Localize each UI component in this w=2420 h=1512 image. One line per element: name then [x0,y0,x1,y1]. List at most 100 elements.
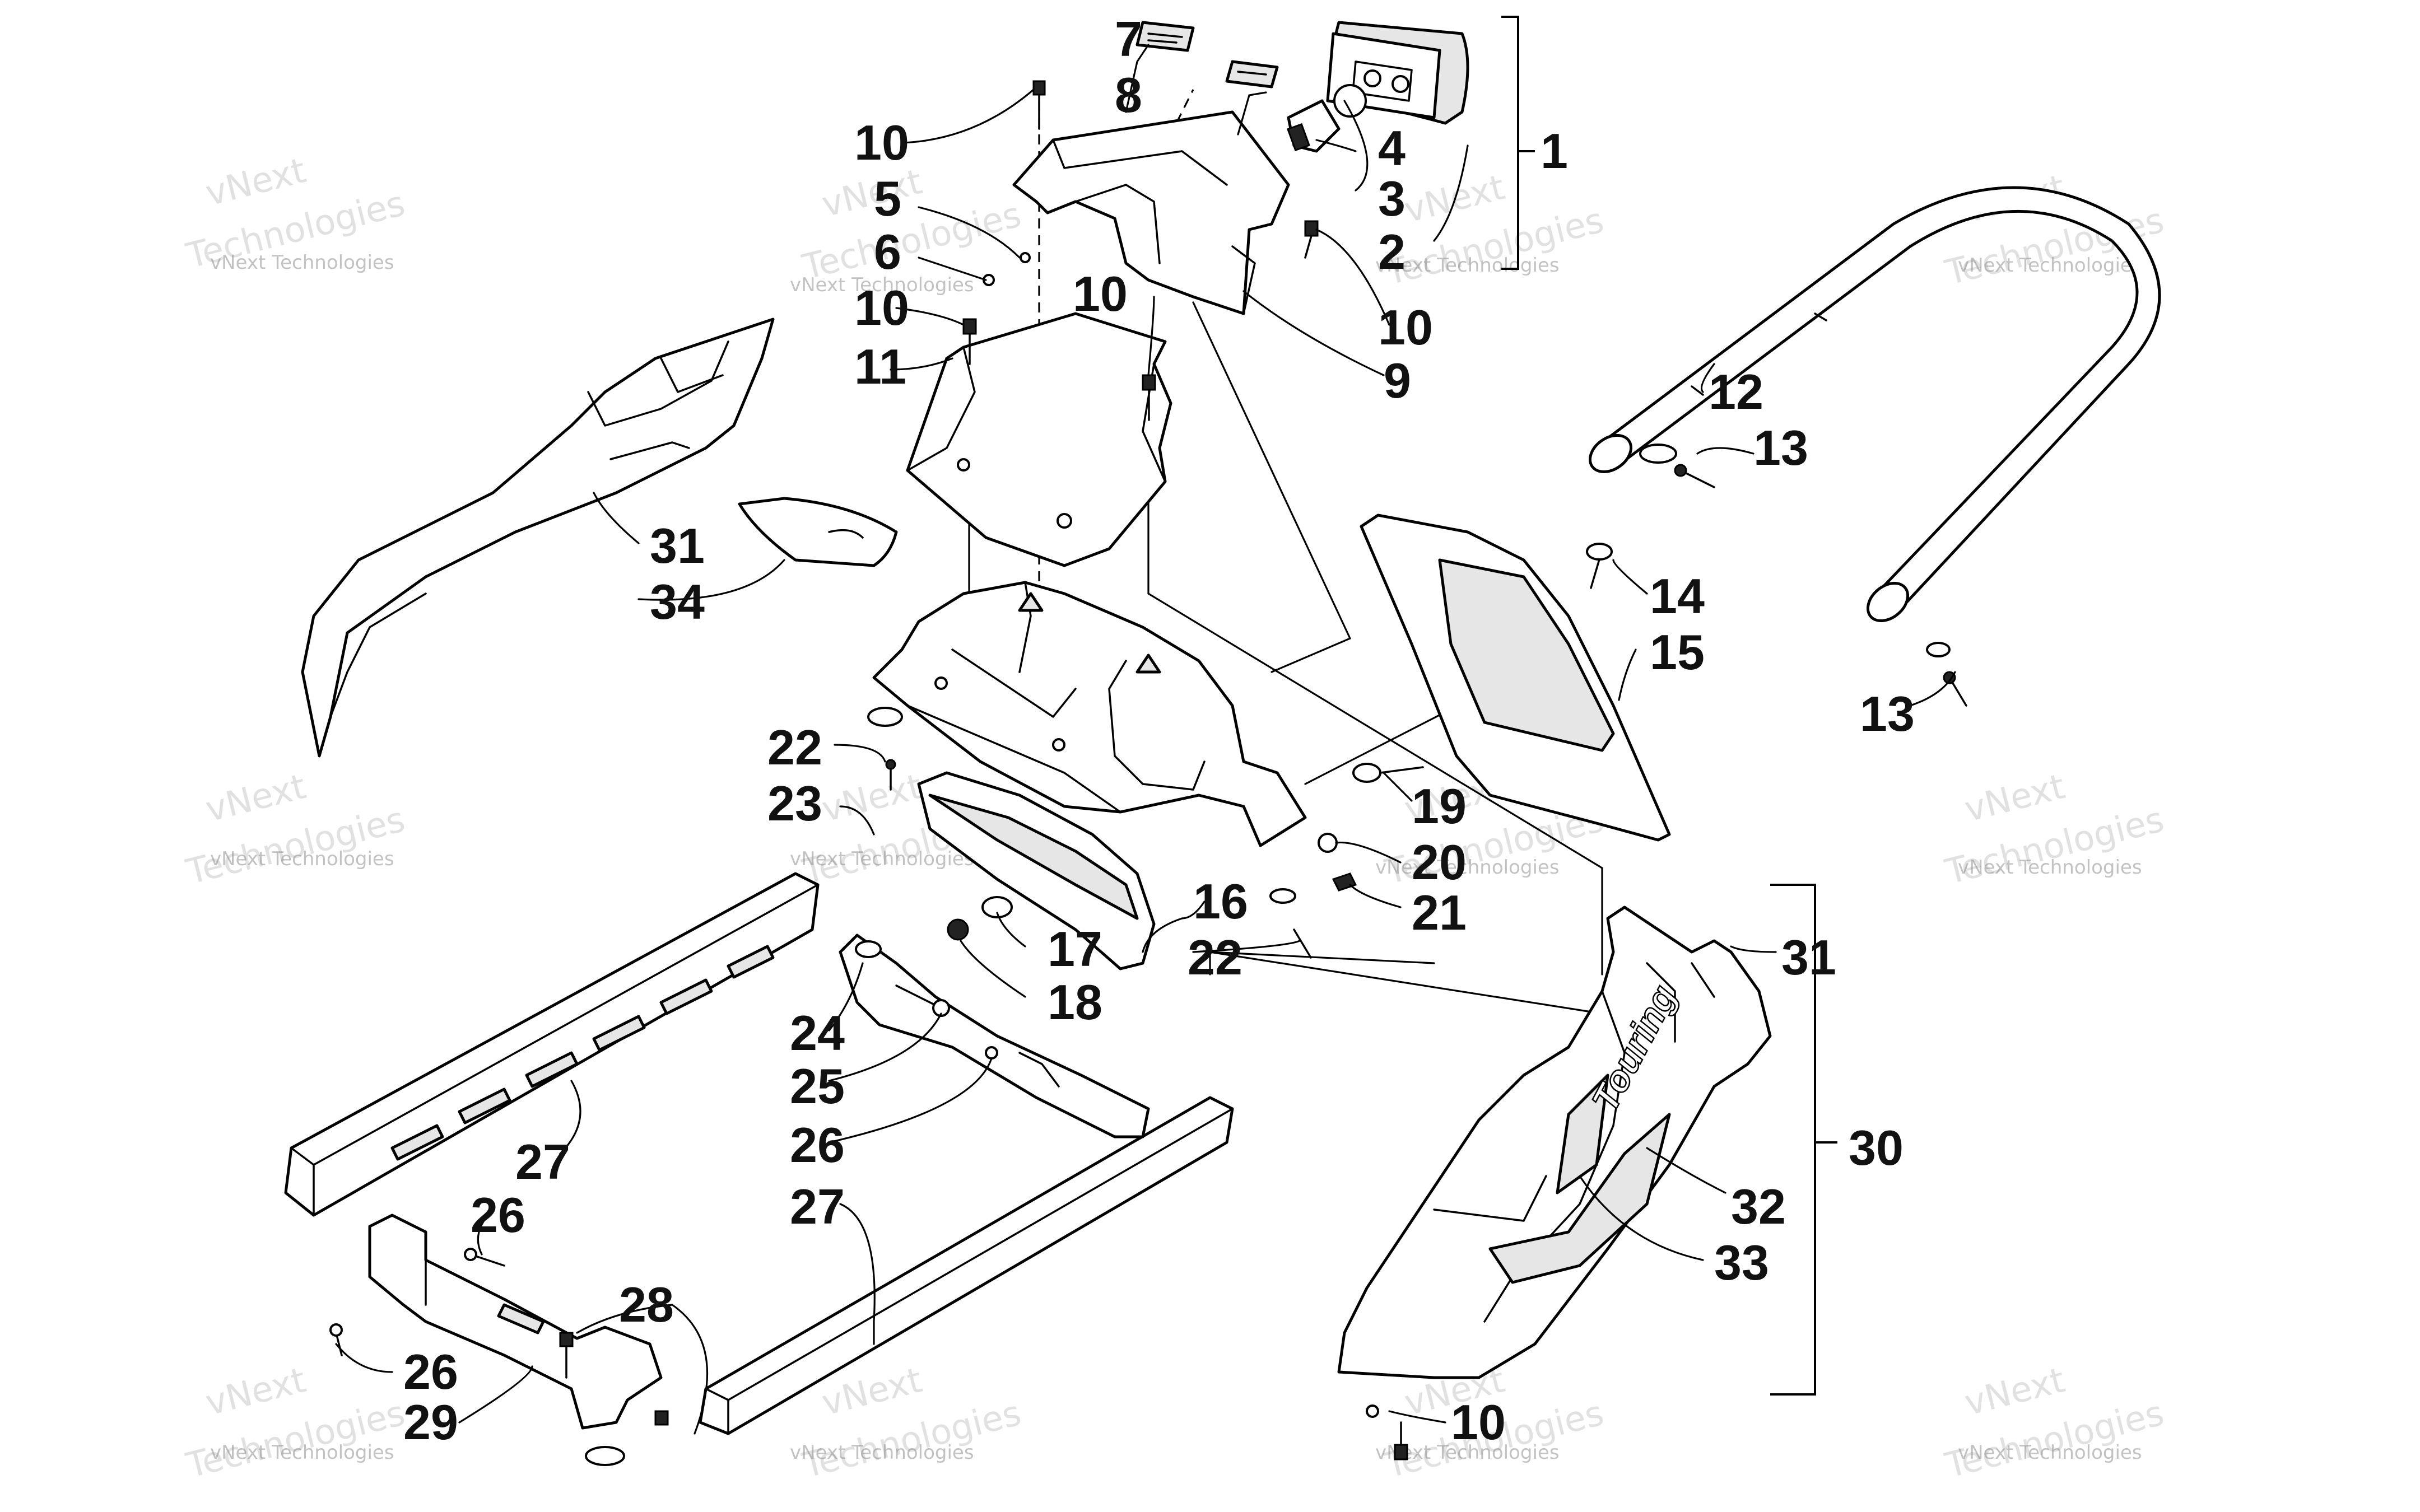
callout-13-b: 13 [1860,686,1915,741]
rail-slots [390,945,775,1161]
hardware [329,80,1613,1466]
assembly-bracket-30 [1770,884,1837,1396]
watermark-text: vNext Technologies [790,848,974,870]
washer-22-a [867,707,903,727]
callout-4: 4 [1378,120,1406,176]
screw-14 [1586,543,1613,589]
callout-10-b: 10 [854,280,909,335]
callout-26-b: 26 [471,1187,525,1243]
callout-21: 21 [1412,885,1467,940]
flap-shield [917,771,1156,970]
callout-9: 9 [1384,353,1411,408]
callout-27-a: 27 [515,1134,570,1189]
lower-bracket [368,1214,663,1430]
callout-8: 8 [1115,67,1142,123]
callout-11: 11 [854,339,906,394]
nut-18 [947,918,969,941]
watermark-text: vNext Technologies [1375,254,1560,277]
upper-bracket [839,934,1150,1138]
callout-26-c: 26 [403,1344,458,1399]
small-cover [738,497,898,567]
bolt-10-b [962,318,977,365]
mounting-plate [906,312,1172,567]
rivet-26-b [464,1248,505,1267]
watermark-text: vNext [1961,766,2069,830]
bracket-bolt [895,984,950,1017]
callout-14: 14 [1650,568,1705,624]
callout-13-a: 13 [1753,420,1808,475]
bolt-28-b [654,1410,669,1426]
callout-1: 1 [1541,123,1568,179]
snow-flap [1360,514,1671,842]
bolt-10-c [1142,374,1156,421]
callout-7: 7 [1115,11,1142,67]
watermark-text: vNext Technologies [790,1441,974,1464]
bolt-10-d [1304,220,1319,259]
callout-2: 2 [1378,224,1406,279]
rivet-22-b [1269,888,1312,959]
callout-26-a: 26 [790,1117,845,1173]
decal-lower [1225,60,1279,88]
bumper-washer-lower [1926,642,1951,657]
clip-21 [1332,872,1357,892]
rear-bumper [1589,186,2161,622]
callout-31-a: 31 [650,518,705,573]
callout-22-b: 22 [1188,930,1242,985]
bolt-28-a [559,1332,574,1379]
pin-23 [885,759,896,791]
assembly-bracket-1 [1501,16,1535,270]
callout-19: 19 [1412,778,1467,834]
rivet-10-lower [1366,1404,1379,1418]
callout-22-a: 22 [767,720,822,775]
watermark-text: vNext Technologies [1958,1441,2142,1464]
callout-5: 5 [874,171,901,226]
rail-right [699,1096,1234,1435]
bumper-rivet-upper [1674,464,1715,488]
callout-labels: 1 2 3 4 5 6 7 8 9 10 10 10 10 10 11 12 1… [403,11,1915,1450]
bolt-10-e [1394,1421,1408,1460]
washer-17 [981,896,1013,918]
watermark-text: vNext [818,766,926,830]
callout-23: 23 [767,776,822,831]
side-panel-right: Touring [1337,906,1772,1379]
callout-33: 33 [1714,1235,1769,1290]
callout-27-b: 27 [790,1179,845,1234]
callout-10-d: 10 [1378,300,1433,355]
callout-10-c: 10 [1073,266,1128,321]
watermark-text: vNext [818,161,926,225]
callout-20: 20 [1412,834,1467,890]
bolt-19 [1352,763,1424,783]
callout-6: 6 [874,224,901,279]
watermark-text: vNext [202,766,310,830]
callout-34: 34 [650,574,705,629]
inner-tunnel [872,581,1307,847]
side-panel-left [301,318,775,758]
watermark-text: vNext [202,1359,310,1424]
callout-31-b: 31 [1781,930,1836,985]
callout-25: 25 [790,1058,845,1114]
taillight-housing [1012,110,1290,315]
taillight-socket [1287,99,1341,153]
rail-left [284,872,820,1217]
callout-16: 16 [1193,874,1248,929]
decal-upper [1135,21,1195,52]
taillight-bulb [1333,84,1367,118]
rivet-5 [1020,252,1031,263]
callout-30: 30 [1849,1120,1904,1175]
callout-29: 29 [403,1394,458,1450]
callout-12: 12 [1709,364,1763,419]
washer-28 [585,1446,625,1466]
callout-10-a: 10 [854,115,909,170]
rivet-26-a [985,1046,998,1060]
rivet-26-c [329,1323,343,1356]
callout-32: 32 [1731,1179,1786,1234]
nut-20 [1318,833,1338,853]
watermark-text: vNext Technologies [210,1441,394,1464]
callout-10-e: 10 [1451,1394,1506,1450]
callout-24: 24 [790,1005,845,1061]
bolt-10-a [1032,80,1046,130]
watermark-text: vNext Technologies [210,848,394,870]
bumper-washer-upper [1639,444,1677,464]
